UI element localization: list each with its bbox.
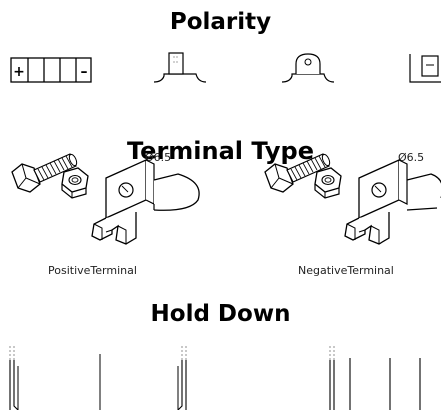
- side-terminal-icon: [409, 54, 441, 83]
- hold-down-frame-icon: [9, 346, 187, 410]
- positive-terminal-label: PositiveTerminal: [48, 264, 137, 277]
- bolt-nut-terminal-icon: [11, 153, 200, 245]
- battery-polarity-icon: + –: [10, 57, 92, 83]
- bolt-nut-terminal-icon: [264, 153, 441, 245]
- round-post-terminal-icon: [281, 53, 335, 83]
- terminal-type-heading: Terminal Type: [126, 137, 315, 165]
- negative-terminal-label: NegativeTerminal: [298, 264, 394, 277]
- diameter-label-right: Ø6.5: [398, 151, 425, 164]
- diameter-label-left: Ø6.5: [145, 151, 172, 164]
- polarity-minus-sign: –: [81, 64, 88, 80]
- hold-down-heading: Hold Down: [150, 301, 291, 327]
- polarity-heading: Polarity: [169, 9, 272, 35]
- hold-down-frame-icon: [329, 346, 421, 410]
- flat-tab-terminal-icon: [153, 52, 207, 83]
- polarity-plus-sign: +: [13, 64, 25, 80]
